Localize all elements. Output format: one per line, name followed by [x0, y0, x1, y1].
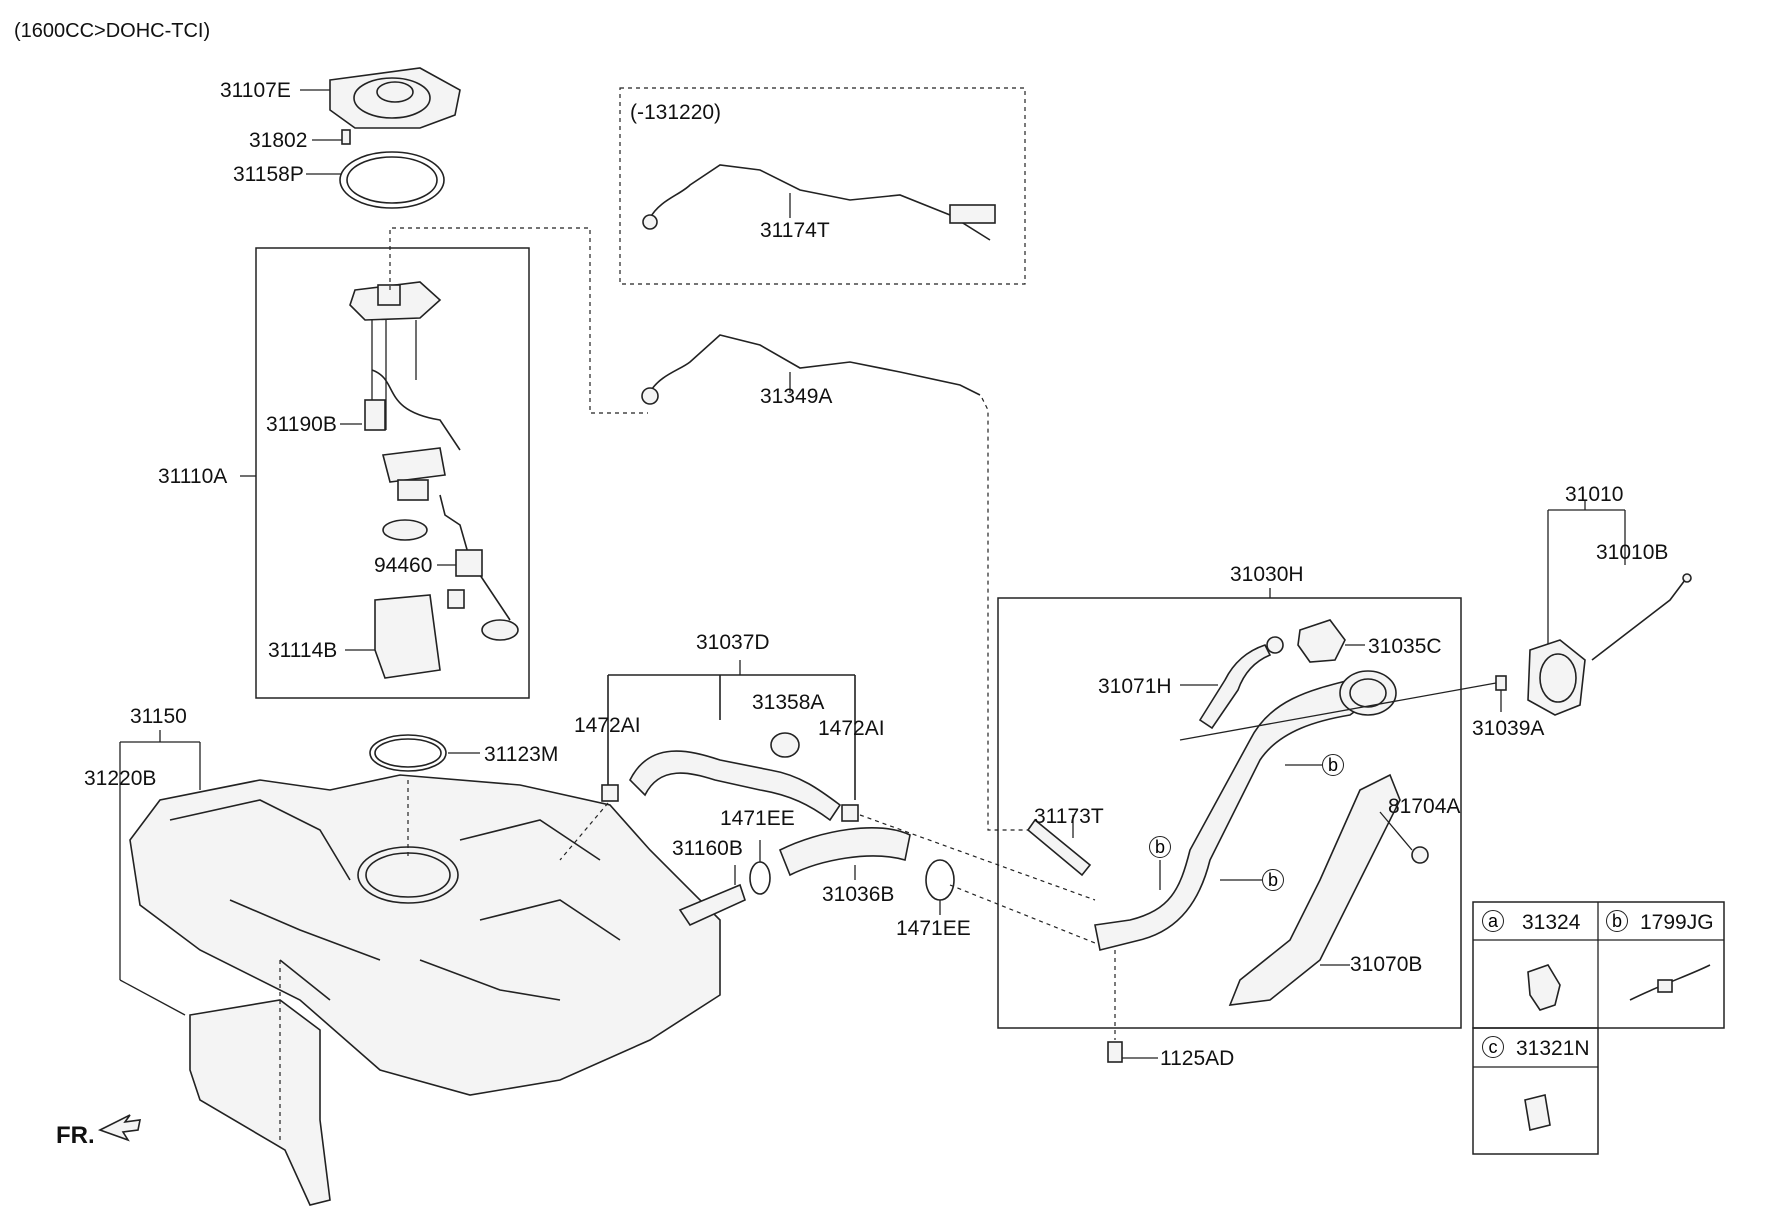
pump-assembly-box [255, 247, 530, 699]
heat-shield-31220B [189, 999, 331, 1206]
tube-31160B [678, 883, 746, 927]
callout-31036B[interactable]: 31036B [822, 883, 895, 906]
fr-arrow [97, 1114, 142, 1142]
legend-box-c [1472, 1027, 1599, 1155]
callout-31071H[interactable]: 31071H [1098, 675, 1172, 698]
callout-31123M[interactable]: 31123M [484, 743, 559, 766]
reservoir-31114B [374, 594, 441, 679]
callout-94460[interactable]: 94460 [374, 554, 433, 577]
callout-31037D[interactable]: 31037D [696, 631, 770, 654]
clip-81704A [1411, 846, 1429, 864]
screw-31039A [1495, 675, 1507, 691]
hose-31036B [778, 826, 911, 877]
callout-31114B[interactable]: 31114B [268, 639, 338, 662]
filler-neck-box [997, 597, 1462, 1029]
fuel-cap-31010 [1527, 639, 1586, 716]
hose-31037D [629, 750, 842, 822]
callout-31030H[interactable]: 31030H [1230, 563, 1304, 586]
callout-31070B[interactable]: 31070B [1350, 953, 1423, 976]
callout-1471EE-top[interactable]: 1471EE [720, 807, 795, 830]
fuel-tank-31150 [129, 774, 721, 1096]
callout-31160B[interactable]: 31160B [672, 837, 743, 860]
legend-letter-c: c [1482, 1036, 1504, 1058]
callout-31150[interactable]: 31150 [130, 705, 187, 728]
engine-spec: (1600CC>DOHC-TCI) [14, 20, 211, 42]
callout-31158P[interactable]: 31158P [233, 163, 304, 186]
callout-31173T[interactable]: 31173T [1034, 805, 1104, 828]
inset-range: (-131220) [630, 101, 722, 124]
callout-1472AI-left[interactable]: 1472AI [574, 714, 641, 737]
legend-part-1799JG[interactable]: 1799JG [1640, 911, 1714, 934]
clip-31358A [770, 732, 800, 758]
legend-letter-b: b [1606, 910, 1628, 932]
bolt-1125AD [1107, 1041, 1123, 1063]
bracket-31035C [1297, 619, 1346, 663]
legend-part-31324[interactable]: 31324 [1522, 911, 1581, 934]
callout-1125AD[interactable]: 1125AD [1160, 1047, 1235, 1070]
callout-31110A[interactable]: 31110A [158, 465, 228, 488]
callout-31039A[interactable]: 31039A [1472, 717, 1545, 740]
callout-1472AI-right[interactable]: 1472AI [818, 717, 885, 740]
cover-31107E [329, 67, 461, 129]
hose-31173T [1026, 818, 1092, 877]
callout-1471EE-bottom[interactable]: 1471EE [896, 917, 971, 940]
marker-b-left: b [1149, 836, 1171, 858]
front-direction: FR. [56, 1122, 95, 1149]
legend-part-31321N[interactable]: 31321N [1516, 1037, 1590, 1060]
callout-31010B[interactable]: 31010B [1596, 541, 1669, 564]
callout-31220B[interactable]: 31220B [84, 767, 157, 790]
legend-letter-a: a [1482, 910, 1504, 932]
marker-b-lower: b [1262, 869, 1284, 891]
callout-31190B[interactable]: 31190B [266, 413, 337, 436]
callout-31174T[interactable]: 31174T [760, 219, 830, 242]
callout-31107E[interactable]: 31107E [220, 79, 291, 102]
hose-31071H [1198, 644, 1272, 730]
callout-81704A[interactable]: 81704A [1388, 795, 1461, 818]
callout-31349A[interactable]: 31349A [760, 385, 833, 408]
legend-clip-31324-icon [1527, 964, 1561, 1011]
shield-31070B [1228, 773, 1401, 1006]
legend-strap-1799JG-icon [1629, 964, 1711, 1001]
marker-b-upper: b [1322, 754, 1344, 776]
callout-31035C[interactable]: 31035C [1368, 635, 1442, 658]
inset-box [619, 87, 1026, 285]
callout-31010[interactable]: 31010 [1565, 483, 1624, 506]
legend-clip-31321N-icon [1524, 1094, 1551, 1131]
callout-31802[interactable]: 31802 [249, 129, 308, 152]
callout-31358A[interactable]: 31358A [752, 691, 825, 714]
